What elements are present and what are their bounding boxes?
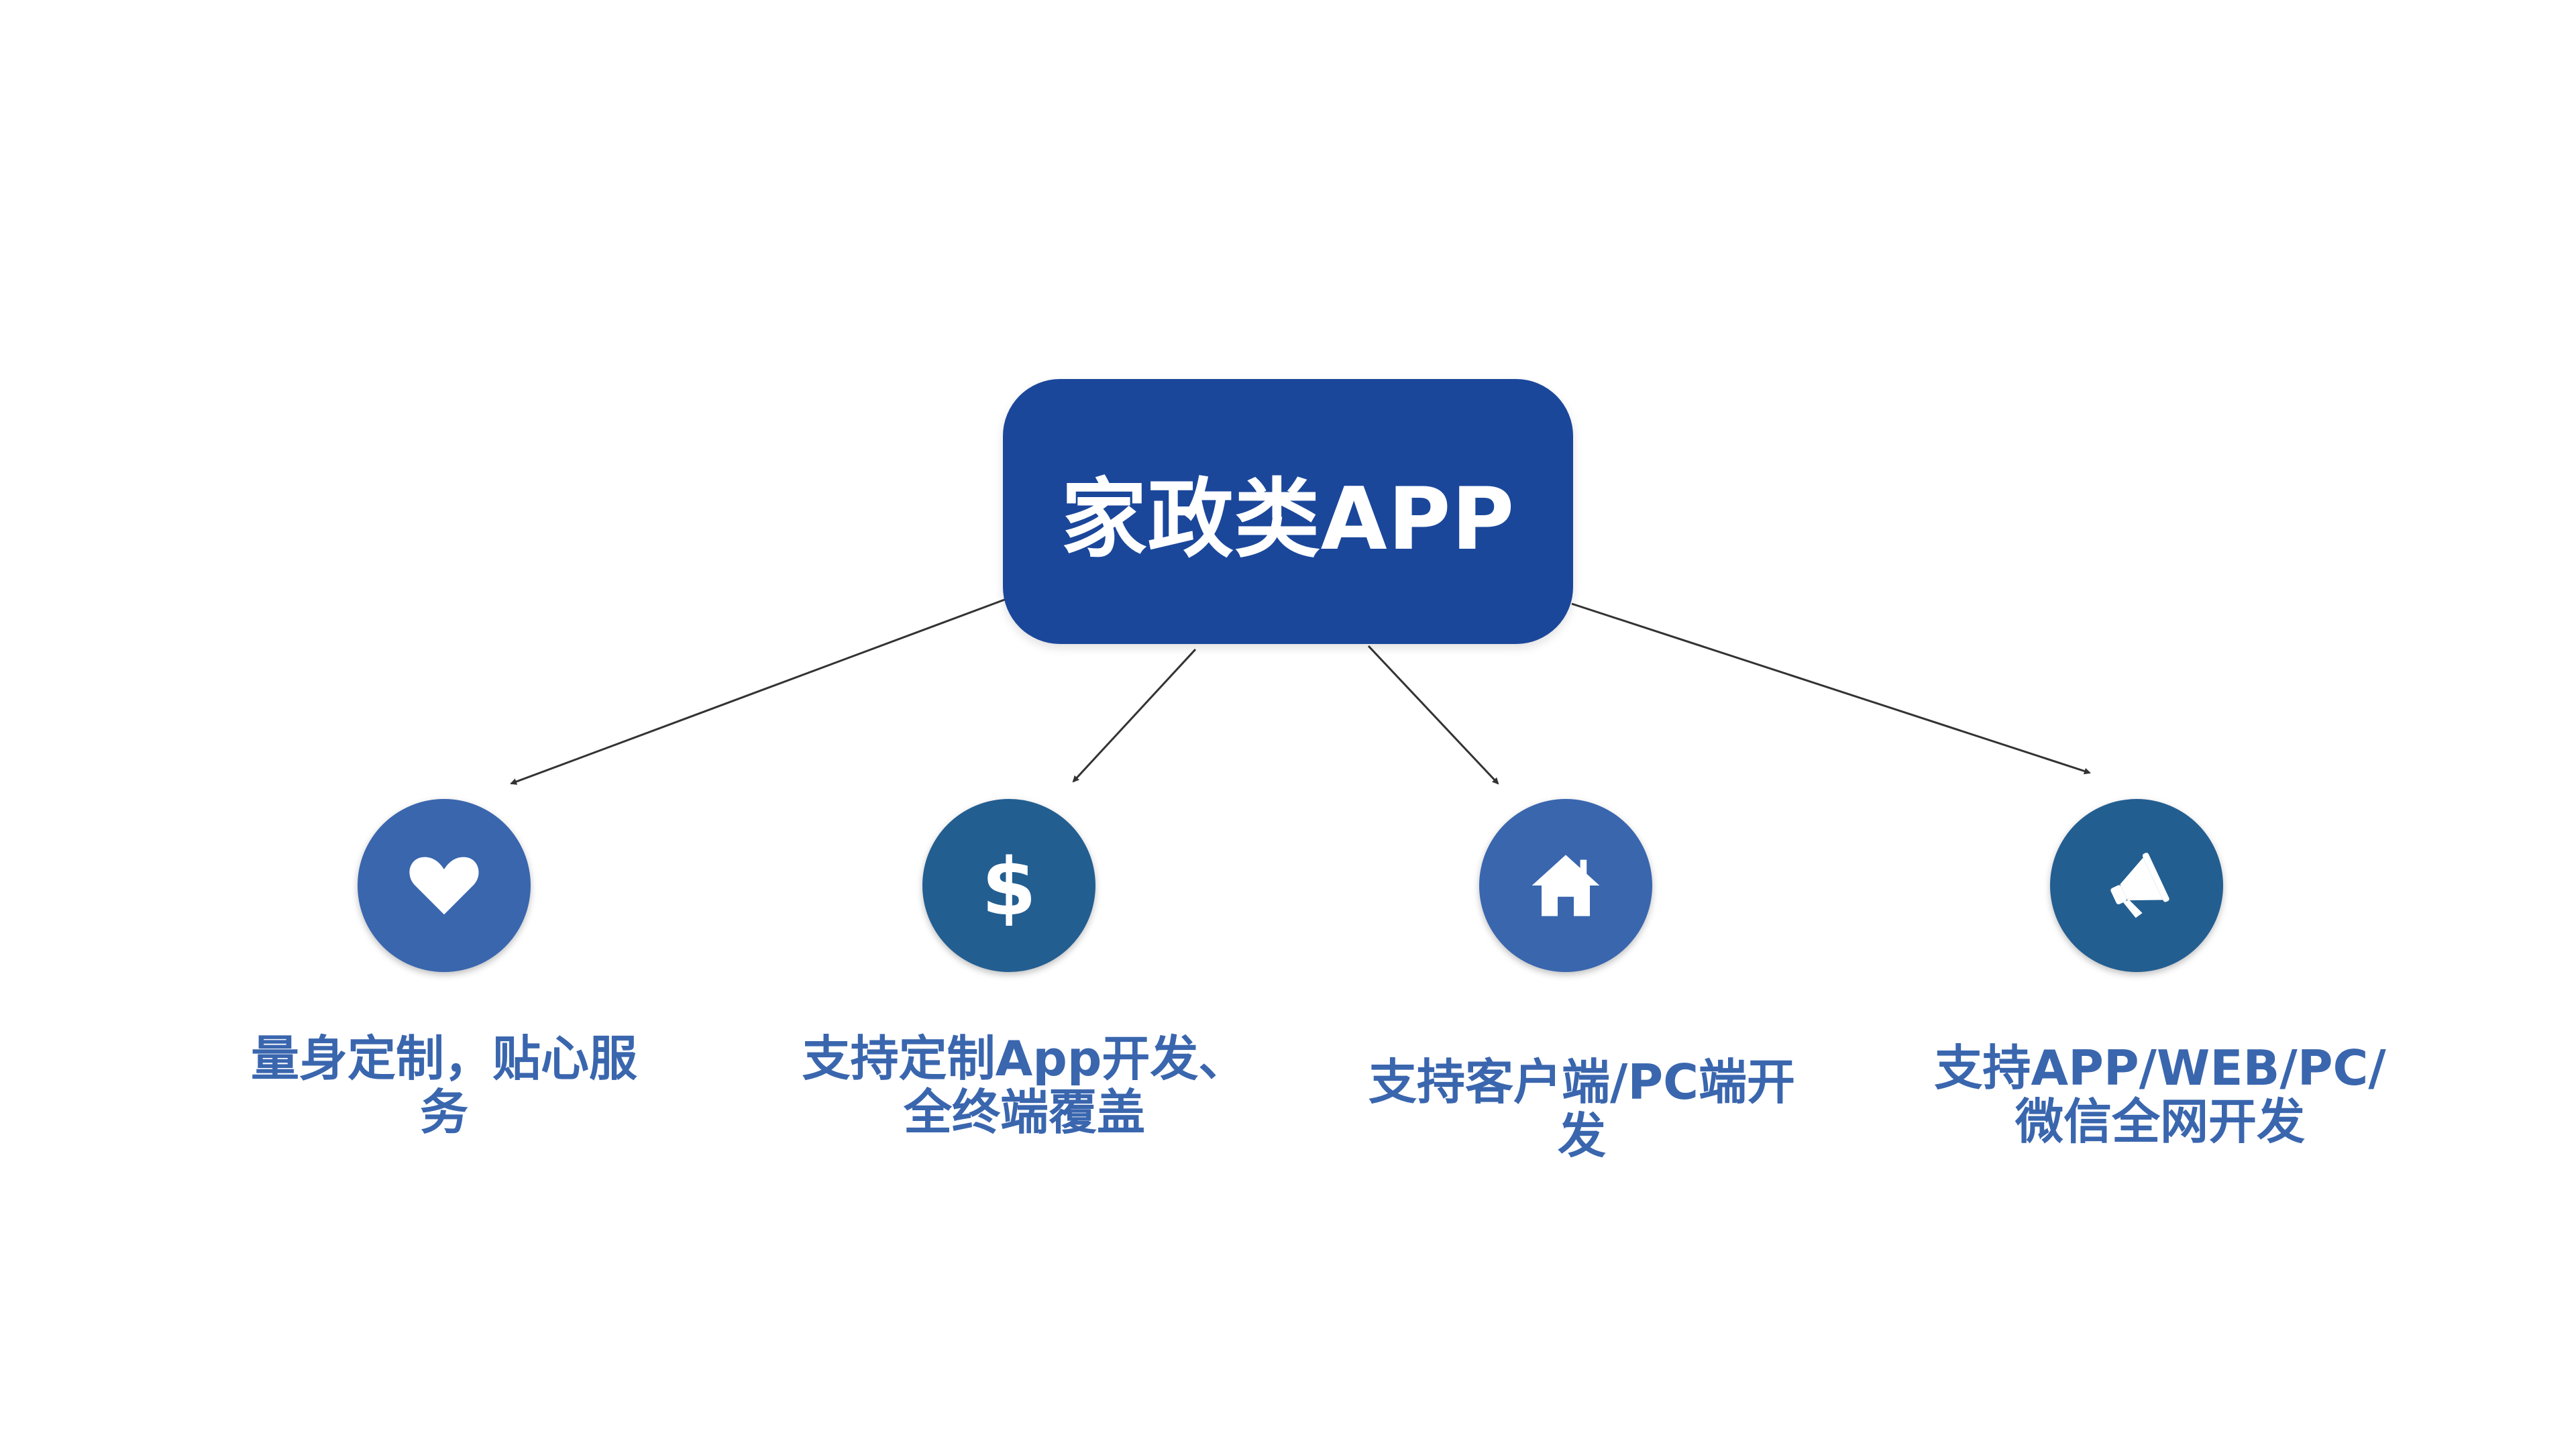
- node-label-2: 支持定制App开发、 全终端覆盖: [802, 1030, 1247, 1140]
- node-circle-2: $: [922, 799, 1095, 972]
- root-title: 家政类APP: [1061, 470, 1515, 570]
- node-circle-4: [2050, 799, 2223, 972]
- heart-icon: [409, 857, 479, 915]
- node-label-4: 支持APP/WEB/PC/ 微信全网开发: [1934, 1040, 2386, 1150]
- dollar-icon: $: [981, 845, 1036, 926]
- node-label-3: 支持客户端/PC端开 发: [1368, 1054, 1795, 1164]
- node-circle-3: [1479, 799, 1652, 972]
- arrow-to-node-4: [1571, 602, 2091, 775]
- arrow-to-node-3: [1367, 645, 1499, 785]
- node-circle-1: [358, 799, 531, 972]
- arrow-to-node-1: [510, 598, 1007, 785]
- svg-text:$: $: [981, 845, 1036, 926]
- megaphone-icon: [2110, 853, 2169, 918]
- root-node: 家政类APP: [1003, 379, 1573, 644]
- arrow-to-node-2: [1072, 648, 1197, 783]
- home-icon: [1532, 855, 1600, 916]
- node-label-1: 量身定制，贴心服 务: [250, 1030, 637, 1140]
